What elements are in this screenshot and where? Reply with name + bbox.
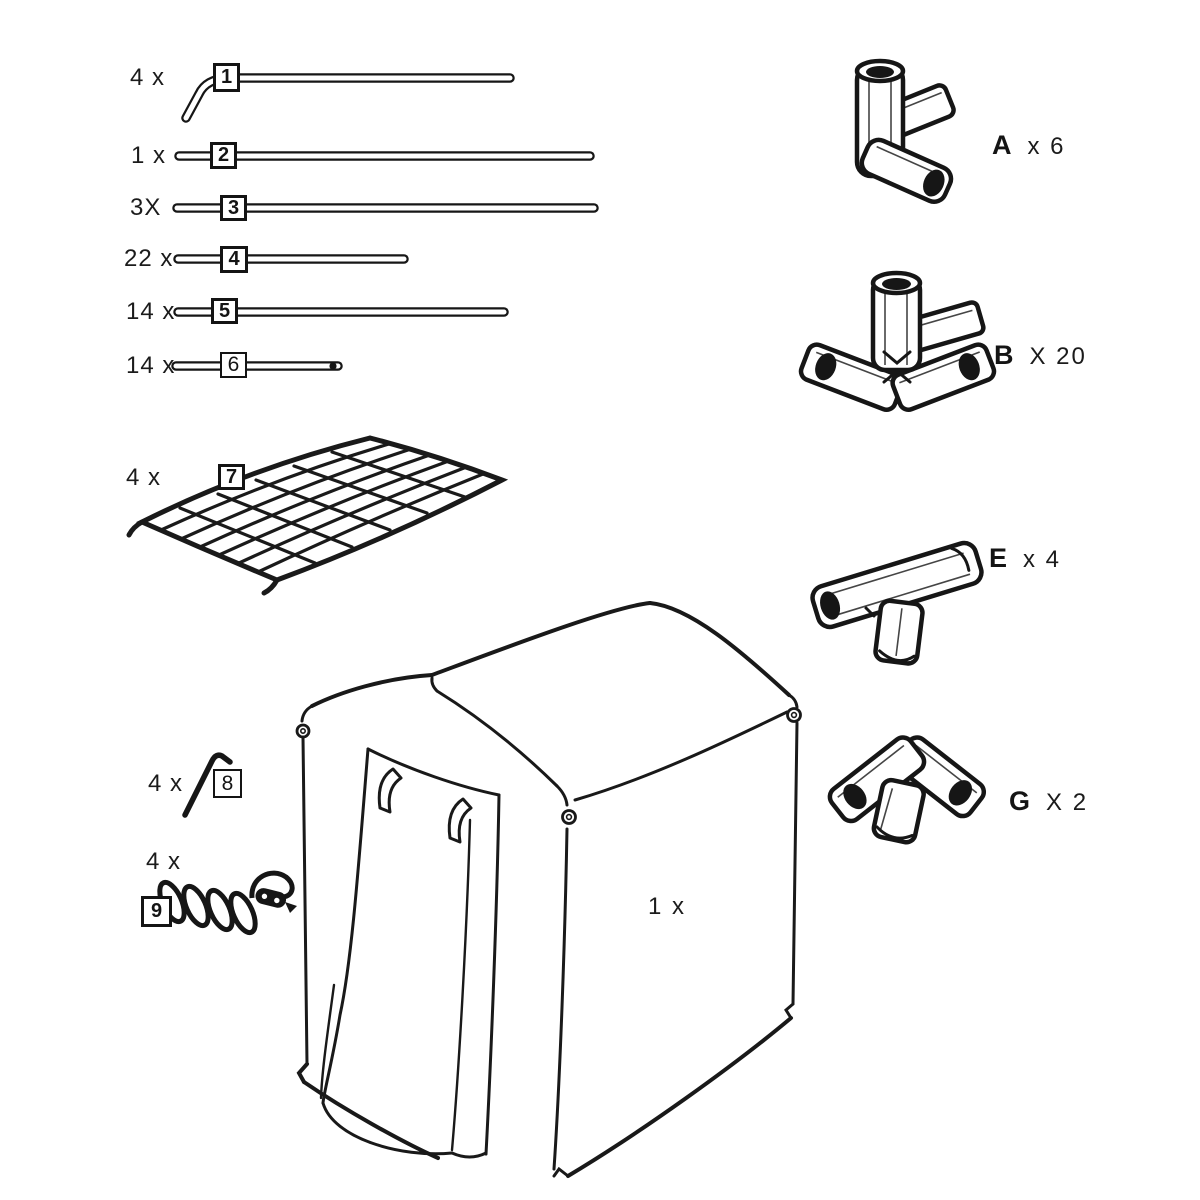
part-1-number-box: 1 [213, 63, 240, 92]
connector-g-qty: X 2 [1046, 789, 1089, 816]
connector-g-drawing [827, 735, 987, 845]
part-8-qty: 4 x [148, 770, 184, 797]
connector-b-letter: B [994, 340, 1014, 370]
part-2-number-box: 2 [210, 142, 237, 169]
connector-a-label: A x 6 [992, 130, 1066, 161]
connector-a-letter: A [992, 130, 1012, 160]
part-7-qty: 4 x [126, 464, 162, 491]
connector-b-qty: X 20 [1029, 343, 1087, 370]
part-9-drawing-coil [157, 870, 297, 936]
part-4-number-box: 4 [220, 246, 248, 273]
part-3-number-box: 3 [220, 195, 247, 221]
part-9-number-box: 9 [141, 896, 172, 927]
connector-b-drawing [798, 270, 997, 412]
part-7-drawing-mesh-shelf [126, 435, 509, 596]
part-6-drawing-tube [171, 361, 343, 371]
part-6-number-box: 6 [220, 352, 247, 378]
part-7-number-box: 7 [218, 464, 245, 490]
connector-e-qty: x 4 [1023, 546, 1062, 573]
cover-qty: 1 x [648, 893, 687, 920]
connector-e-letter: E [989, 543, 1008, 573]
connector-g-letter: G [1009, 786, 1031, 816]
cover-drawing-tent [295, 601, 802, 1178]
part-9-qty: 4 x [146, 848, 182, 875]
connector-a-drawing [854, 58, 956, 205]
part-8-drawing-stake [182, 752, 233, 818]
part-8-number-box: 8 [213, 769, 242, 798]
connector-g-label: G X 2 [1009, 786, 1088, 817]
connector-e-drawing [810, 540, 984, 666]
part-4-qty: 22 x [124, 245, 174, 272]
part-6-qty: 14 x [126, 352, 176, 379]
part-3-qty: 3X [130, 194, 162, 221]
connector-a-qty: x 6 [1027, 133, 1066, 160]
part-5-number-box: 5 [211, 298, 238, 324]
connector-e-label: E x 4 [989, 543, 1061, 574]
part-2-qty: 1 x [131, 142, 167, 169]
connector-b-label: B X 20 [994, 340, 1087, 371]
part-1-qty: 4 x [130, 64, 166, 91]
part-5-qty: 14 x [126, 298, 176, 325]
